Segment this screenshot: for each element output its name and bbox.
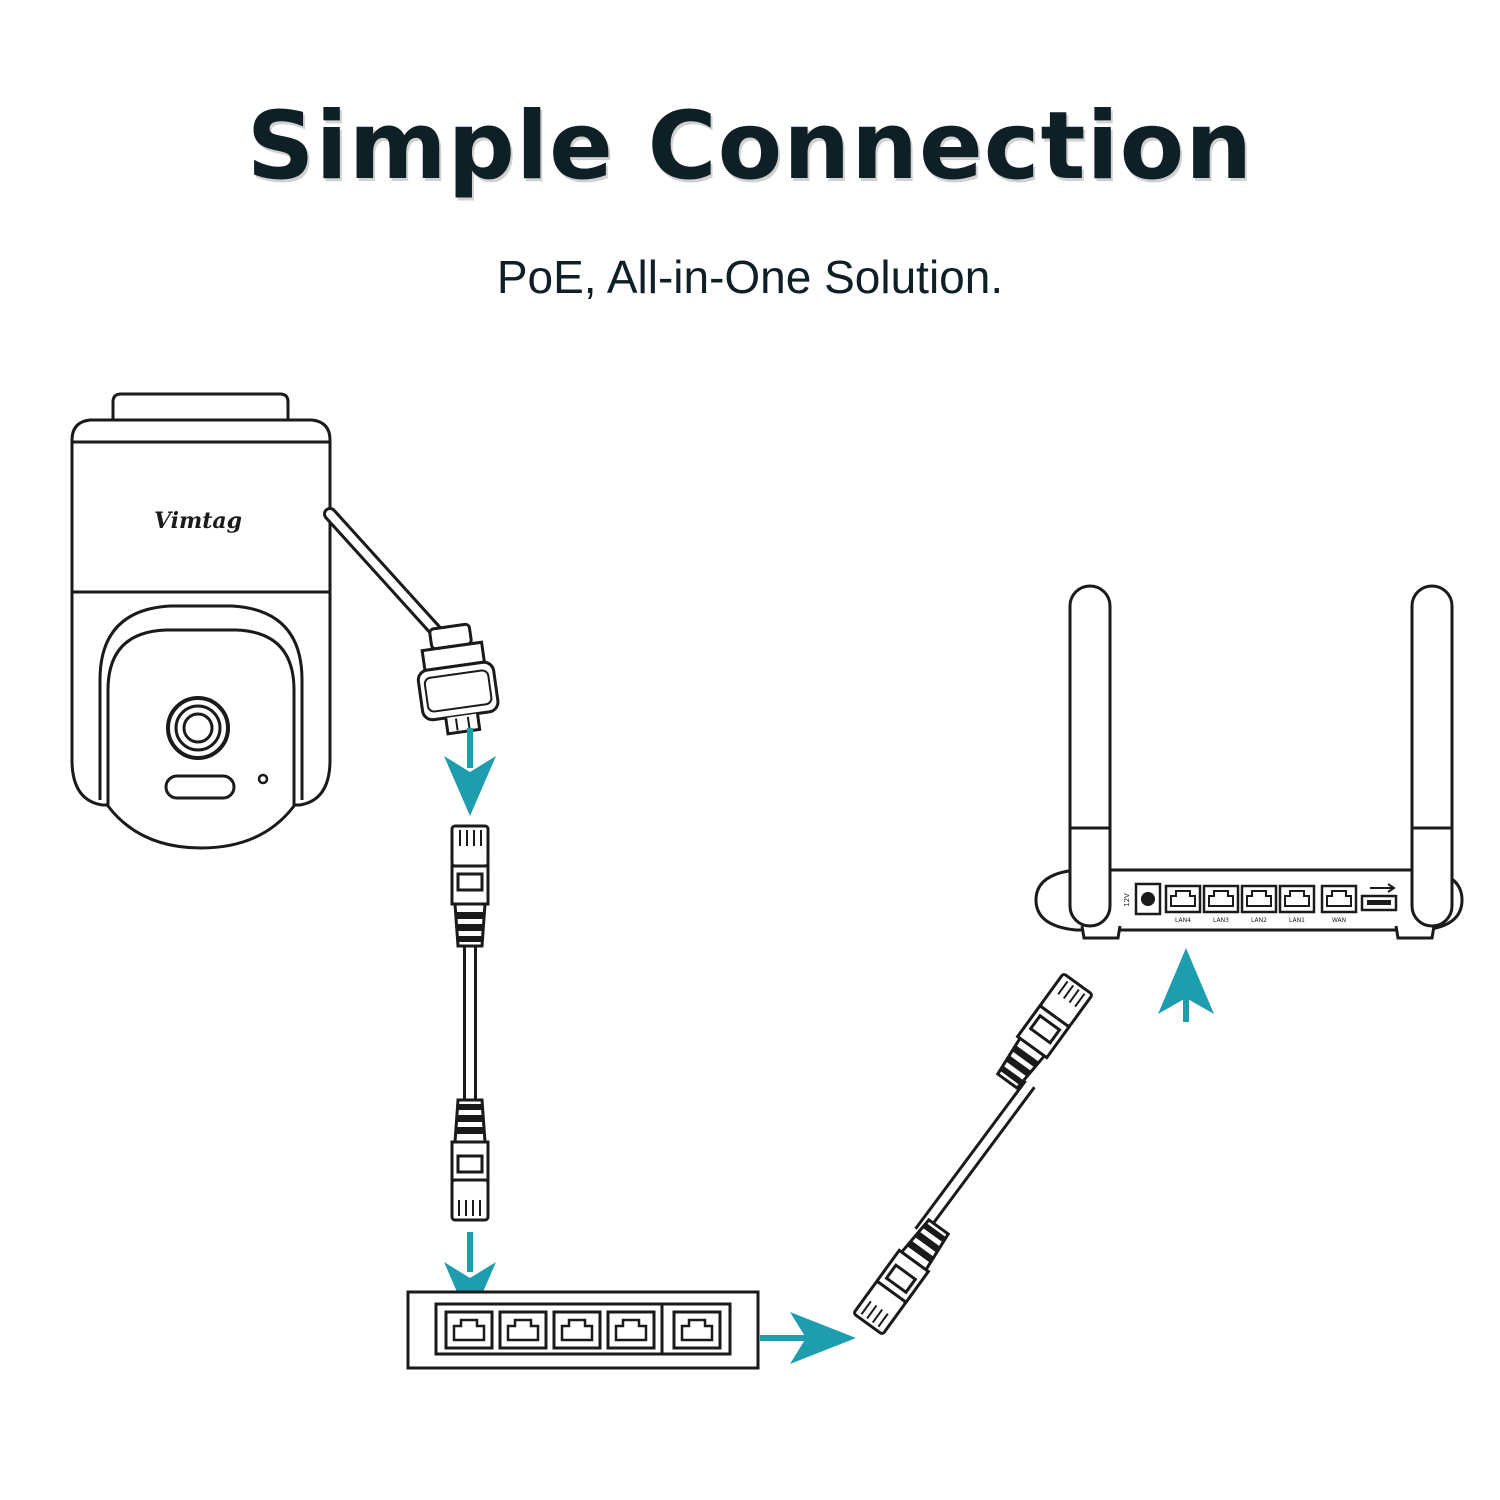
ptz-camera-icon	[70, 392, 500, 850]
arrow-icon	[760, 1312, 856, 1364]
camera-brand-logo: Vimtag	[154, 508, 242, 534]
arrow-icon	[444, 728, 496, 816]
router-lan1-label: LAN1	[1289, 917, 1305, 924]
router-lan3-label: LAN3	[1213, 917, 1229, 924]
router-wan-label: WAN	[1332, 917, 1346, 924]
wifi-router-icon	[1034, 584, 1464, 940]
poe-switch-icon	[406, 1290, 760, 1370]
router-lan4-label: LAN4	[1175, 917, 1191, 924]
ethernet-cable-icon	[450, 824, 490, 1222]
arrow-icon	[1158, 948, 1214, 1022]
usb-icon	[1360, 883, 1398, 912]
router-power-label: 12V	[1123, 893, 1131, 907]
page-subtitle: PoE, All-in-One Solution.	[496, 251, 1004, 303]
page-title: Simple Connection	[246, 92, 1254, 201]
router-lan2-label: LAN2	[1251, 917, 1267, 924]
ethernet-cable-icon	[851, 971, 1095, 1337]
